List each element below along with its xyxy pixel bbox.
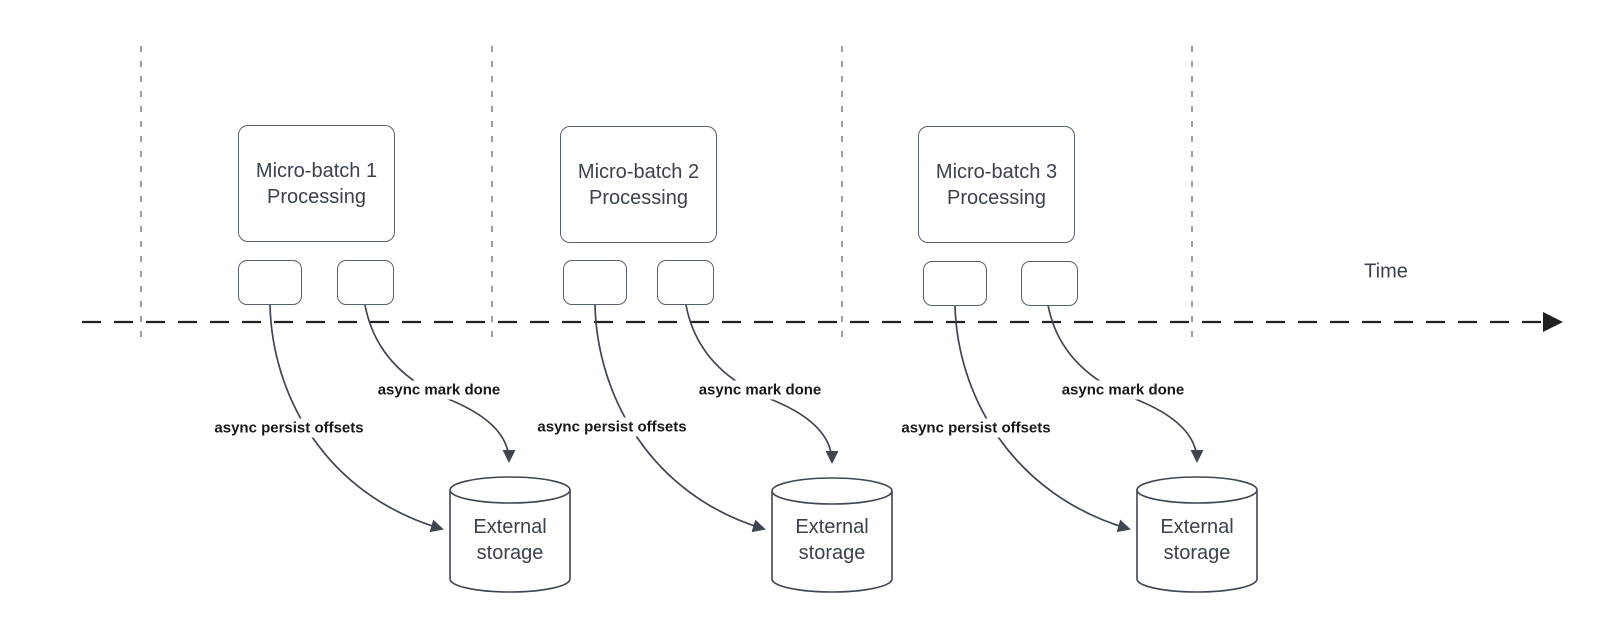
micro-batch-1-title: Micro-batch 1 xyxy=(255,159,378,182)
persist-offsets-arrow xyxy=(269,304,444,533)
micro-batch-1-subtitle: Processing xyxy=(267,185,366,208)
external-storage-line1: External xyxy=(795,516,869,538)
external-storage-label: External storage xyxy=(1160,514,1233,566)
storage-cylinder xyxy=(449,476,571,593)
storage-cylinder xyxy=(1136,476,1258,593)
mark-done-port xyxy=(337,260,394,305)
persist-offsets-label: async persist offsets xyxy=(533,417,691,437)
mark-done-label: async mark done xyxy=(694,380,826,400)
persist-offsets-port xyxy=(238,260,302,305)
mark-done-label: async mark done xyxy=(1057,380,1189,400)
persist-offsets-arrow xyxy=(594,304,766,533)
external-storage-label: External storage xyxy=(473,514,546,566)
persist-offsets-label: async persist offsets xyxy=(897,418,1055,438)
micro-batch-3-subtitle: Processing xyxy=(947,186,1046,209)
mark-done-port xyxy=(1021,261,1078,306)
persist-offsets-port xyxy=(563,260,627,305)
external-storage-label: External storage xyxy=(795,514,868,566)
storage-cylinder xyxy=(771,477,893,593)
mark-done-port xyxy=(657,260,714,305)
persist-offsets-arrow xyxy=(954,304,1131,533)
external-storage-line1: External xyxy=(1160,516,1234,538)
micro-batch-2-box: Micro-batch 2 Processing xyxy=(560,126,717,243)
micro-batch-3-box: Micro-batch 3 Processing xyxy=(918,126,1075,243)
external-storage-line2: storage xyxy=(1163,542,1231,564)
mark-done-label: async mark done xyxy=(373,380,505,400)
micro-batch-2-subtitle: Processing xyxy=(589,186,688,209)
persist-offsets-label: async persist offsets xyxy=(210,418,368,438)
external-storage-line2: storage xyxy=(476,542,544,564)
micro-batch-3-title: Micro-batch 3 xyxy=(935,160,1058,183)
persist-offsets-port xyxy=(923,261,987,306)
micro-batch-1-box: Micro-batch 1 Processing xyxy=(238,125,395,242)
external-storage-line2: storage xyxy=(798,542,866,564)
external-storage-line1: External xyxy=(473,516,547,538)
micro-batch-2-title: Micro-batch 2 xyxy=(577,160,700,183)
time-axis-label: Time xyxy=(1364,260,1408,283)
